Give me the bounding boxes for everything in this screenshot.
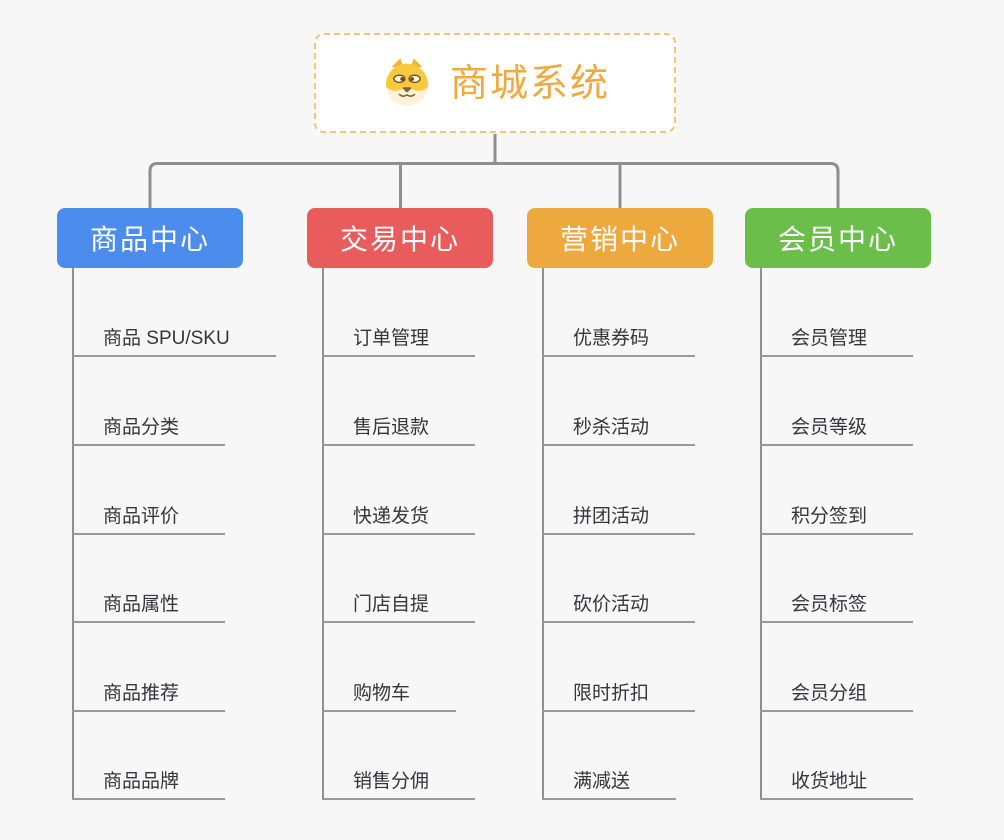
- leaf-label: 商品评价: [103, 506, 180, 527]
- branch-label: 交易中心: [339, 224, 460, 255]
- leaf-topic[interactable]: 会员标签: [760, 587, 914, 623]
- leaf-topic[interactable]: 商品 SPU/SKU: [72, 321, 276, 357]
- leaf-topic[interactable]: 秒杀活动: [542, 410, 696, 446]
- leaf-label: 商品推荐: [103, 683, 180, 704]
- leaf-topic[interactable]: 商品推荐: [72, 676, 226, 712]
- leaf-topic[interactable]: 门店自提: [322, 587, 476, 623]
- leaf-label: 快递发货: [353, 506, 430, 527]
- leaf-label: 商品属性: [103, 594, 180, 615]
- leaf-label: 商品 SPU/SKU: [103, 328, 230, 349]
- leaf-topic[interactable]: 积分签到: [760, 499, 914, 535]
- leaf-topic[interactable]: 拼团活动: [542, 499, 696, 535]
- leaf-label: 商品分类: [103, 417, 180, 438]
- leaf-topic[interactable]: 商品评价: [72, 499, 226, 535]
- leaf-topic[interactable]: 购物车: [322, 676, 457, 712]
- branch-label: 商品中心: [89, 224, 210, 255]
- leaf-label: 商品品牌: [103, 771, 180, 792]
- root-node[interactable]: 商城系统: [314, 33, 676, 133]
- leaf-topic[interactable]: 限时折扣: [542, 676, 696, 712]
- leaf-topic[interactable]: 销售分佣: [322, 764, 476, 800]
- leaf-topic[interactable]: 收货地址: [760, 764, 914, 800]
- branch-header-4[interactable]: 会员中心: [745, 208, 931, 268]
- leaf-topic[interactable]: 商品品牌: [72, 764, 226, 800]
- leaf-label: 收货地址: [791, 771, 868, 792]
- dog-face-icon: [385, 58, 429, 106]
- leaf-topic[interactable]: 商品属性: [72, 587, 226, 623]
- leaf-label: 限时折扣: [573, 683, 650, 704]
- leaf-label: 销售分佣: [353, 771, 430, 792]
- leaf-topic[interactable]: 订单管理: [322, 321, 476, 357]
- leaf-label: 购物车: [353, 683, 411, 704]
- leaf-label: 优惠券码: [573, 328, 650, 349]
- leaf-label: 满减送: [573, 771, 631, 792]
- branch-header-3[interactable]: 营销中心: [527, 208, 713, 268]
- leaf-label: 会员标签: [791, 594, 868, 615]
- leaf-topic[interactable]: 售后退款: [322, 410, 476, 446]
- leaf-label: 会员管理: [791, 328, 868, 349]
- leaf-topic[interactable]: 会员分组: [760, 676, 914, 712]
- leaf-topic[interactable]: 会员等级: [760, 410, 914, 446]
- leaf-topic[interactable]: 砍价活动: [542, 587, 696, 623]
- leaf-topic[interactable]: 商品分类: [72, 410, 226, 446]
- leaf-topic[interactable]: 优惠券码: [542, 321, 696, 357]
- leaf-label: 订单管理: [353, 328, 430, 349]
- leaf-topic[interactable]: 满减送: [542, 764, 677, 800]
- leaf-label: 积分签到: [791, 506, 868, 527]
- leaf-label: 秒杀活动: [573, 417, 650, 438]
- leaf-label: 拼团活动: [573, 506, 650, 527]
- leaf-topic[interactable]: 快递发货: [322, 499, 476, 535]
- leaf-topic[interactable]: 会员管理: [760, 321, 914, 357]
- leaf-label: 会员分组: [791, 683, 868, 704]
- branch-label: 会员中心: [777, 224, 898, 255]
- leaf-label: 砍价活动: [573, 594, 650, 615]
- leaf-label: 会员等级: [791, 417, 868, 438]
- branch-header-2[interactable]: 交易中心: [307, 208, 493, 268]
- branch-header-1[interactable]: 商品中心: [57, 208, 243, 268]
- branch-connector-line: [148, 162, 840, 208]
- leaf-label: 售后退款: [353, 417, 430, 438]
- branch-label: 营销中心: [559, 224, 680, 255]
- root-title: 商城系统: [449, 63, 610, 105]
- leaf-label: 门店自提: [353, 594, 430, 615]
